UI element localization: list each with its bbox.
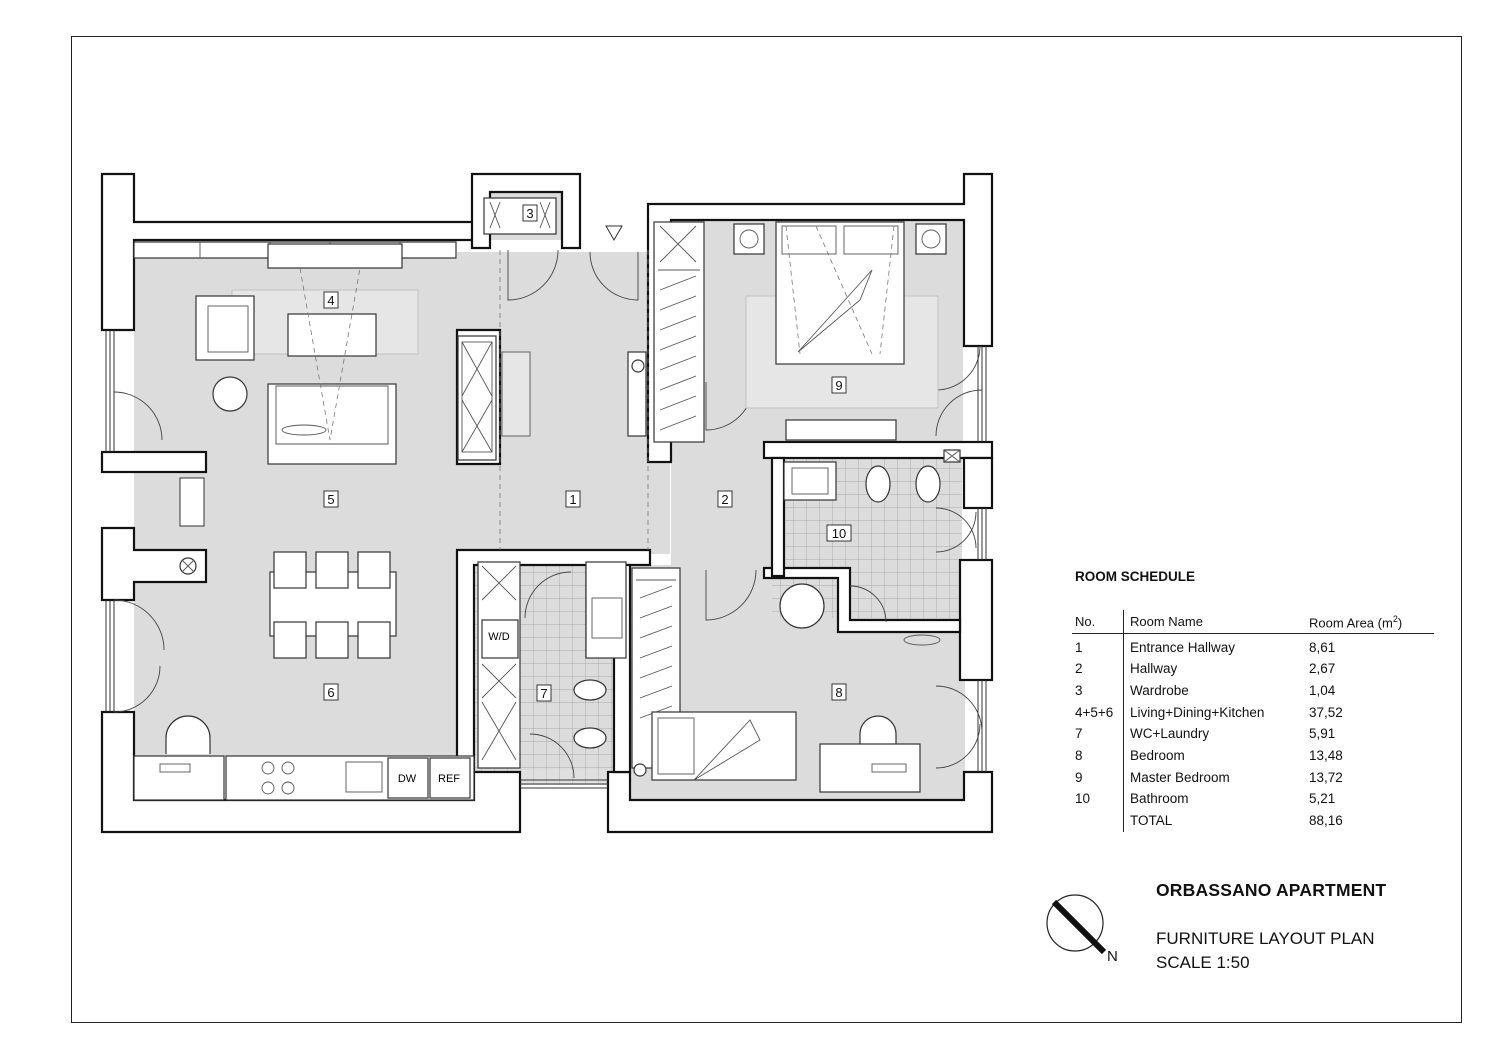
room-number: 10 xyxy=(1075,791,1091,806)
room-tag-1: 1 xyxy=(569,492,576,507)
living-dining-kitchen-furniture xyxy=(133,241,475,801)
room-area: 2,67 xyxy=(1309,661,1336,676)
room-area: 37,52 xyxy=(1309,705,1343,720)
scale-label: SCALE 1:50 xyxy=(1156,953,1250,972)
table-row: 3 Wardrobe 1,04 xyxy=(1070,683,1440,705)
dishwasher-label: DW xyxy=(398,773,417,785)
header-no: No. xyxy=(1075,614,1096,629)
room-name: WC+Laundry xyxy=(1130,726,1210,741)
room-area: 5,21 xyxy=(1309,791,1336,806)
walls xyxy=(100,172,994,834)
room-name: Hallway xyxy=(1130,661,1178,676)
room-number: 2 xyxy=(1075,661,1083,676)
room-name: Entrance Hallway xyxy=(1130,640,1236,655)
column-rule xyxy=(1123,610,1124,832)
room-area: 8,61 xyxy=(1309,640,1336,655)
table-row: 7 WC+Laundry 5,91 xyxy=(1070,726,1440,748)
room-name: Living+Dining+Kitchen xyxy=(1130,705,1265,720)
room-tag-8: 8 xyxy=(835,685,842,700)
north-label: N xyxy=(1107,948,1118,965)
room-tags: 1 2 3 4 5 6 7 8 9 10 xyxy=(323,204,852,702)
room-tag-9: 9 xyxy=(835,378,842,393)
room-number: 4+5+6 xyxy=(1075,705,1114,720)
room-area: 13,72 xyxy=(1309,770,1343,785)
table-row: 9 Master Bedroom 13,72 xyxy=(1070,770,1440,792)
room-tag-7: 7 xyxy=(540,686,547,701)
room-name: Bathroom xyxy=(1130,791,1189,806)
room-number: 1 xyxy=(1075,640,1083,655)
room-tag-10: 10 xyxy=(832,526,846,541)
washer-dryer-label: W/D xyxy=(488,631,509,643)
header-rule xyxy=(1072,633,1434,634)
room-number: 8 xyxy=(1075,748,1083,763)
header-area-close: ) xyxy=(1397,615,1403,631)
table-row: 10 Bathroom 5,21 xyxy=(1070,791,1440,813)
room-area: 1,04 xyxy=(1309,683,1336,698)
table-row: 2 Hallway 2,67 xyxy=(1070,661,1440,683)
wc-laundry-fixtures xyxy=(477,561,627,769)
header-area-text: Room Area (m xyxy=(1309,615,1393,631)
project-title: ORBASSANO APARTMENT xyxy=(1156,880,1387,900)
room-number: 7 xyxy=(1075,726,1083,741)
room-tag-6: 6 xyxy=(327,685,334,700)
sheet-title: FURNITURE LAYOUT PLAN xyxy=(1156,929,1375,948)
room-number: 3 xyxy=(1075,683,1083,698)
windows xyxy=(105,330,987,789)
header-room-name: Room Name xyxy=(1130,614,1203,629)
schedule-title: ROOM SCHEDULE xyxy=(1075,569,1196,584)
table-row: 1 Entrance Hallway 8,61 xyxy=(1070,640,1440,662)
table-row-total: TOTAL 88,16 xyxy=(1070,813,1440,835)
room-area: 5,91 xyxy=(1309,726,1336,741)
room-area: 13,48 xyxy=(1309,748,1343,763)
room-name: Bedroom xyxy=(1130,748,1185,763)
bedroom-furniture xyxy=(631,567,921,793)
header-area-unit-sup: 2 xyxy=(1392,614,1398,624)
bathroom-fixtures xyxy=(783,449,961,646)
room-tag-2: 2 xyxy=(721,492,728,507)
room-name: Master Bedroom xyxy=(1130,770,1230,785)
hallway-furniture xyxy=(457,197,705,461)
header-room-area: Room Area (m2) xyxy=(1309,614,1402,630)
fixture-labels: W/D DW REF xyxy=(398,631,510,785)
door-swings xyxy=(113,225,983,779)
room-tag-3: 3 xyxy=(526,206,533,221)
north-arrow-icon xyxy=(1046,894,1107,955)
sheet-border xyxy=(71,36,1462,1023)
table-row: 4+5+6 Living+Dining+Kitchen 37,52 xyxy=(1070,705,1440,727)
room-number: 9 xyxy=(1075,770,1083,785)
room-tag-5: 5 xyxy=(327,492,334,507)
refrigerator-label: REF xyxy=(438,773,460,785)
title-block: N ORBASSANO APARTMENT FURNITURE LAYOUT P… xyxy=(1040,875,1460,985)
room-name: Wardrobe xyxy=(1130,683,1189,698)
total-label: TOTAL xyxy=(1130,813,1173,828)
table-row: 8 Bedroom 13,48 xyxy=(1070,748,1440,770)
room-tag-4: 4 xyxy=(327,293,334,308)
total-area: 88,16 xyxy=(1309,813,1343,828)
